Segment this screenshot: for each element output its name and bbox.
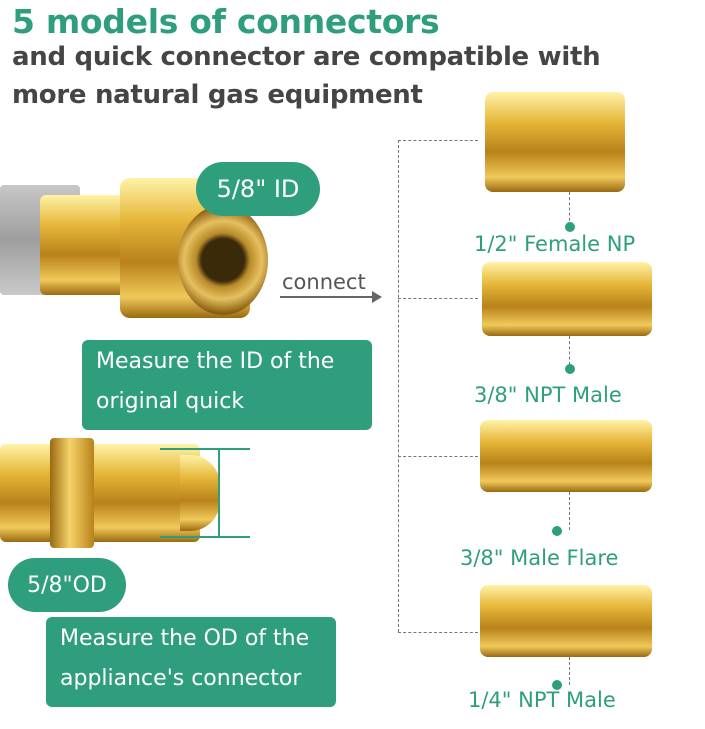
- measure-od-box: Measure the OD of the appliance's connec…: [46, 617, 336, 707]
- id-measurement-tag: 5/8" ID: [196, 162, 320, 216]
- headline: 5 models of connectors: [12, 2, 440, 41]
- measure-id-line-1: Measure the ID of the: [96, 349, 335, 374]
- npt-male-38-connector-image: [482, 262, 652, 336]
- od-measure-line-bottom: [160, 536, 250, 538]
- connector-bracket-tick-3: [398, 456, 478, 457]
- od-measure-line-top: [160, 448, 250, 450]
- connector-label-4: 1/4" NPT Male: [468, 688, 616, 712]
- subtitle-line-1: and quick connector are compatible with: [12, 42, 601, 72]
- male-flare-connector-image: [480, 420, 652, 492]
- connector-bracket-line: [398, 140, 399, 632]
- connector-label-3: 3/8" Male Flare: [460, 546, 619, 570]
- measure-od-line-1: Measure the OD of the: [60, 626, 310, 651]
- leader-line-4: [569, 657, 570, 685]
- leader-dot-3: [552, 526, 562, 536]
- connector-bracket-tick-4: [398, 632, 478, 633]
- npt-male-14-connector-image: [480, 585, 652, 657]
- measure-od-line-2: appliance's connector: [60, 666, 302, 691]
- leader-line-2: [569, 336, 570, 370]
- leader-line-1: [569, 192, 570, 226]
- subtitle-line-2: more natural gas equipment: [12, 80, 423, 110]
- connect-label: connect: [282, 270, 366, 294]
- leader-dot-4: [552, 680, 562, 690]
- appliance-connector-flare-image: [180, 455, 220, 531]
- connector-bore-image: [178, 205, 268, 315]
- connect-arrow-icon: [280, 291, 382, 303]
- appliance-connector-image: [0, 444, 200, 542]
- leader-line-3: [569, 492, 570, 530]
- measure-id-box: Measure the ID of the original quick con…: [82, 340, 372, 454]
- od-measurement-tag: 5/8"OD: [8, 558, 126, 612]
- appliance-connector-hex-image: [50, 438, 94, 548]
- female-np-connector-image: [485, 92, 625, 192]
- leader-dot-2: [565, 364, 575, 374]
- connector-bracket-tick-2: [398, 298, 478, 299]
- od-measure-arrow-icon: [218, 448, 220, 538]
- connector-bracket-tick-1: [398, 140, 478, 141]
- leader-dot-1: [565, 222, 575, 232]
- connector-label-2: 3/8" NPT Male: [474, 383, 622, 407]
- connector-label-1: 1/2" Female NP: [474, 232, 636, 256]
